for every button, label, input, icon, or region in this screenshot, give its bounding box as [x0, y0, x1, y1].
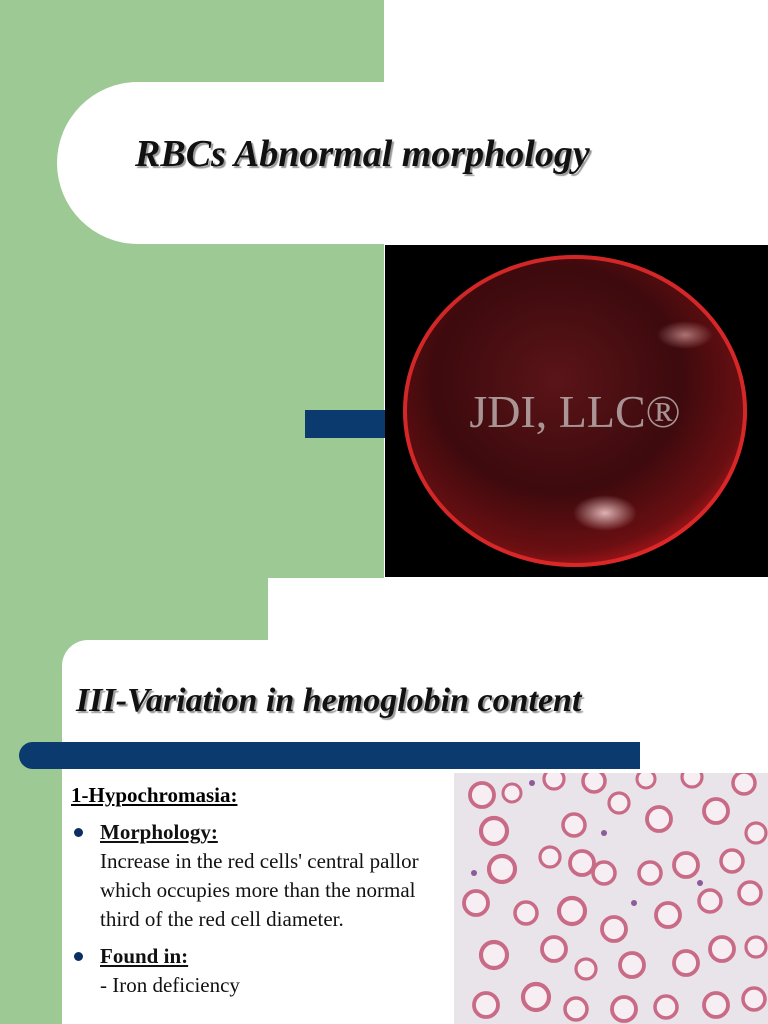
blood-cell — [635, 773, 657, 790]
item-label: Found in: — [100, 944, 189, 968]
blood-cell — [697, 888, 723, 914]
blood-cell — [542, 773, 566, 791]
slide-2: III-Variation in hemoglobin content 1-Hy… — [0, 578, 768, 1024]
blue-accent-bar — [19, 742, 640, 769]
blood-cell — [672, 851, 700, 879]
blood-cell — [719, 848, 745, 874]
blood-cell — [581, 773, 607, 794]
platelet — [631, 900, 637, 906]
rbc-highlight — [657, 321, 713, 349]
blood-cell — [501, 782, 523, 804]
blood-cell — [645, 805, 673, 833]
blood-cell — [478, 815, 510, 847]
title-pill — [57, 82, 768, 244]
list-item: Morphology: Increase in the red cells' c… — [74, 818, 454, 934]
list-item: Found in: - Iron deficiency — [74, 942, 454, 1000]
blood-cell — [672, 949, 700, 977]
blood-cell — [472, 991, 500, 1019]
blood-cell — [468, 781, 496, 809]
blood-cell — [591, 860, 617, 886]
blood-cell — [654, 901, 682, 929]
blood-cell — [744, 935, 768, 959]
rbc-rim — [403, 255, 747, 567]
bullet-list: Morphology: Increase in the red cells' c… — [74, 818, 454, 1008]
platelet — [601, 830, 607, 836]
blood-cell — [637, 860, 663, 886]
blood-smear-image — [454, 773, 768, 1024]
rbc-highlight — [573, 495, 637, 531]
bullet-dot-icon — [74, 828, 83, 837]
item-label: Morphology: — [100, 820, 218, 844]
blood-cell — [618, 951, 646, 979]
item-text: - Iron deficiency — [100, 973, 240, 997]
blood-cell — [561, 812, 587, 838]
blood-cell — [513, 900, 539, 926]
red-blood-cell-image: JDI, LLC® — [385, 245, 768, 577]
blood-cell — [731, 773, 757, 796]
blood-cell — [574, 957, 598, 981]
blood-cell — [540, 935, 568, 963]
slide-title: RBCs Abnormal morphology — [135, 133, 590, 175]
blood-cell — [520, 981, 552, 1013]
blood-cell — [486, 853, 518, 885]
bullet-dot-icon — [74, 952, 83, 961]
blood-cell — [610, 995, 638, 1023]
item-text: Increase in the red cells' central pallo… — [100, 849, 419, 931]
blood-cell — [702, 991, 730, 1019]
slide-1: RBCs Abnormal morphology — [0, 0, 768, 578]
image-watermark: JDI, LLC® — [469, 386, 680, 437]
blood-cell — [653, 994, 679, 1020]
platelet — [529, 780, 535, 786]
blood-cell — [462, 889, 490, 917]
blood-cell — [737, 880, 763, 906]
blood-cell — [538, 845, 562, 869]
blood-cell — [478, 939, 510, 971]
blood-cell — [744, 821, 768, 845]
blood-cell — [556, 895, 588, 927]
blood-cell — [708, 935, 736, 963]
blood-cell — [563, 996, 589, 1022]
slide-title: III-Variation in hemoglobin content — [76, 682, 582, 719]
blood-cell — [741, 986, 767, 1012]
platelet — [471, 870, 477, 876]
blood-smear-illustration — [462, 773, 768, 1023]
blood-cell — [680, 773, 704, 789]
blood-cell — [568, 849, 596, 877]
blood-cell — [702, 797, 730, 825]
blood-cell — [607, 791, 631, 815]
section-subheading: 1-Hypochromasia: — [71, 783, 238, 807]
blue-accent-tab — [305, 410, 395, 438]
rbc-illustration: JDI, LLC® — [403, 255, 747, 567]
platelet — [697, 880, 703, 886]
blood-cell — [600, 915, 628, 943]
